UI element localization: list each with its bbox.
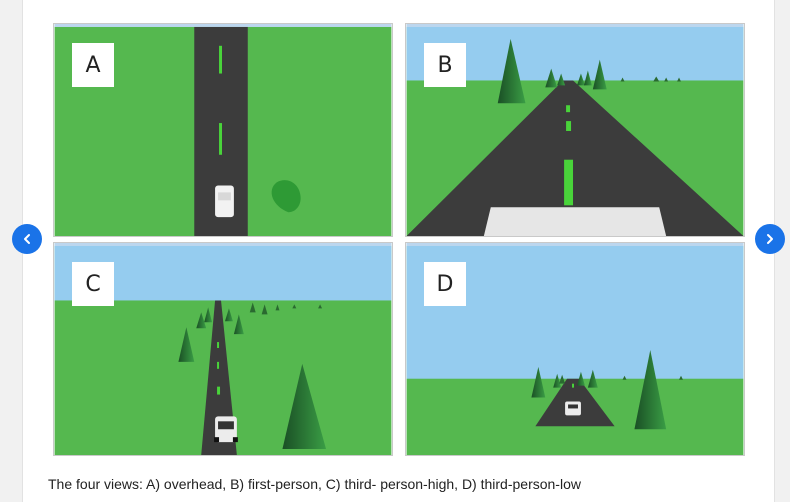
tree — [282, 363, 327, 450]
panel-overhead: A — [53, 23, 393, 237]
tree — [531, 366, 546, 398]
road — [406, 80, 744, 236]
chevron-left-icon — [24, 234, 30, 244]
panel-label: A — [72, 43, 114, 87]
figure-caption: The four views: A) overhead, B) first-pe… — [48, 476, 581, 492]
car-hood — [483, 207, 667, 236]
car-behind — [214, 416, 238, 443]
panel-label: D — [424, 262, 466, 306]
chevron-right-icon — [767, 234, 773, 244]
tree — [497, 38, 526, 104]
panel-label: C — [72, 262, 114, 306]
tree — [634, 349, 667, 430]
tree-topdown — [271, 180, 301, 213]
panel-first-person: B — [405, 23, 745, 237]
car-behind — [565, 401, 581, 416]
panel-third-person-high: C — [53, 242, 393, 456]
tree — [178, 327, 195, 362]
panel-third-person-low: D — [405, 242, 745, 456]
car-topdown — [215, 185, 234, 218]
carousel-prev-button[interactable] — [12, 224, 42, 254]
panel-label: B — [424, 43, 466, 87]
carousel-next-button[interactable] — [755, 224, 785, 254]
